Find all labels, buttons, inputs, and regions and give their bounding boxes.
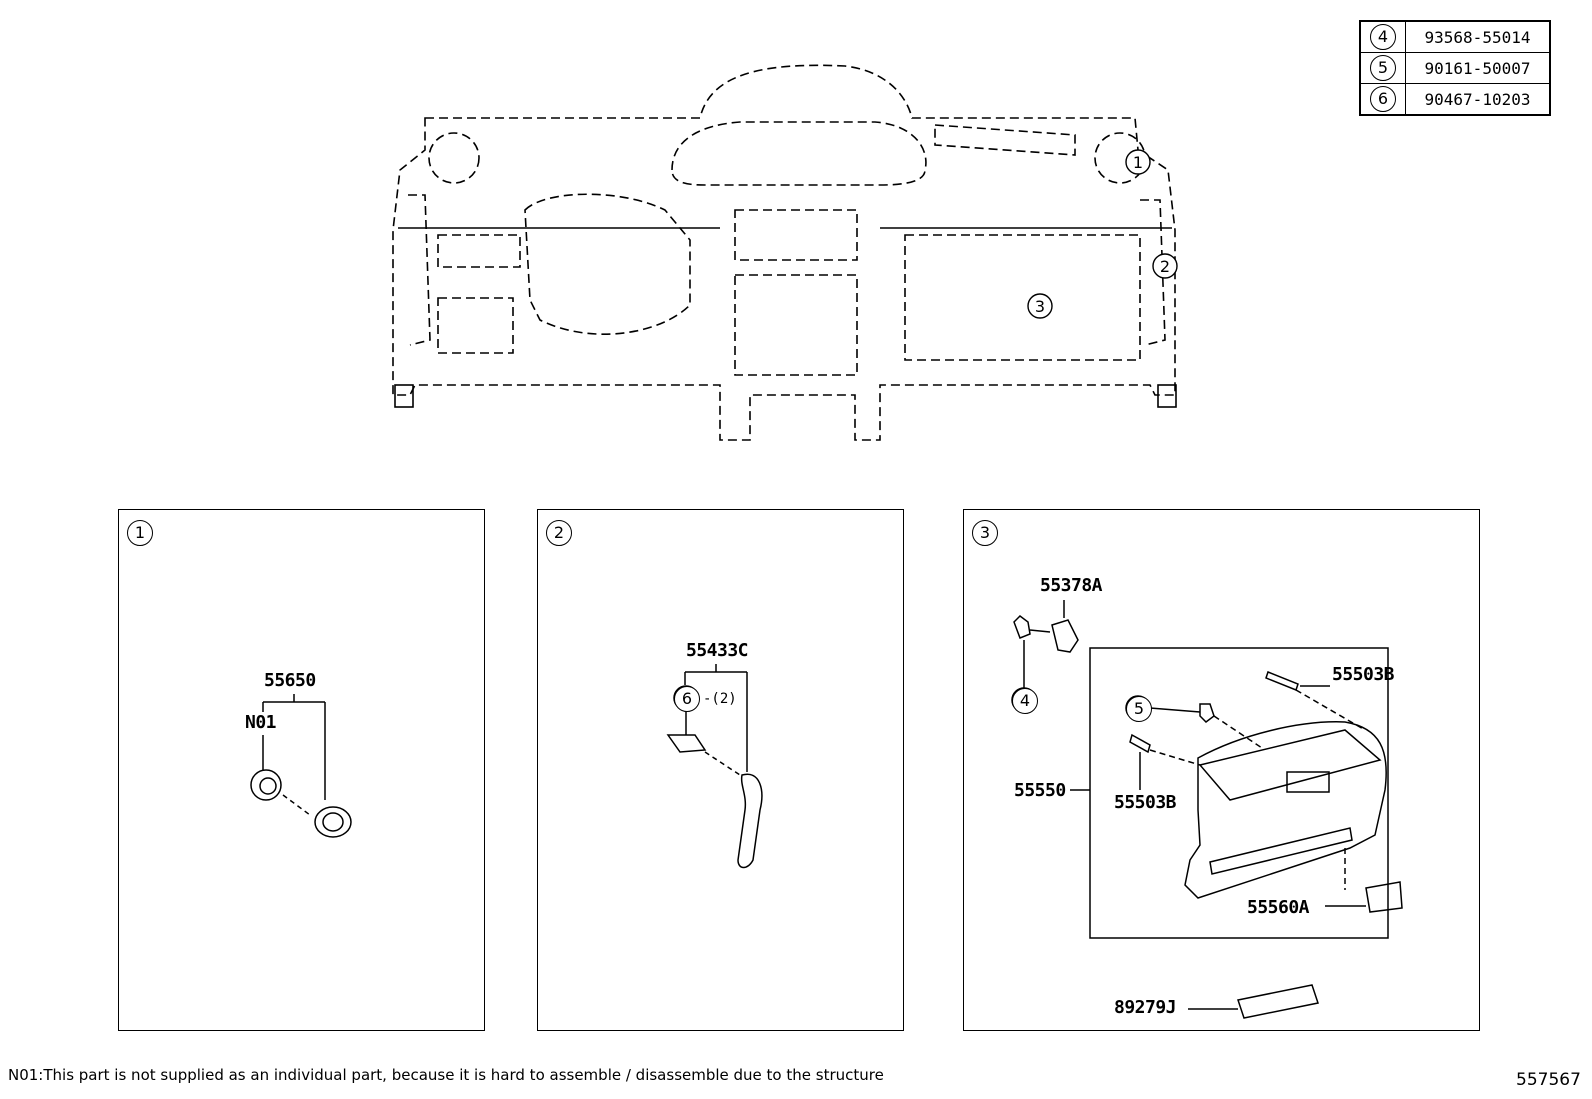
part-label-55560a: 55560A <box>1247 897 1310 918</box>
callout-marker: 5 <box>1370 55 1396 81</box>
detail-panel-3: 3 <box>963 509 1480 1031</box>
table-row: 4 93568-55014 <box>1359 20 1551 53</box>
overview-callout-1: 1 <box>1133 153 1143 172</box>
overview-callout-2: 2 <box>1160 257 1170 276</box>
quantity-label: -(2) <box>703 691 737 707</box>
part-label-55650: 55650 <box>264 670 316 691</box>
part-label-55503b-upper: 55503B <box>1332 664 1395 685</box>
panel-1-parts <box>250 694 352 838</box>
detail-panel-2: 2 <box>537 509 904 1031</box>
figure-number: 557567 <box>1516 1070 1581 1090</box>
part-label-55503b-lower: 55503B <box>1114 792 1177 813</box>
callout-marker: 4 <box>1370 24 1396 50</box>
fastener-callout-4: 4 <box>1012 688 1038 714</box>
footnote: N01:This part is not supplied as an indi… <box>8 1066 884 1084</box>
table-row: 6 90467-10203 <box>1359 83 1551 116</box>
panel-3-parts <box>1011 600 1403 1019</box>
detail-panel-1: 1 <box>118 509 485 1031</box>
part-label-55550: 55550 <box>1014 780 1066 801</box>
panel-callout-marker: 2 <box>546 520 572 546</box>
reference-parts-table: 4 93568-55014 5 90161-50007 6 90467-1020… <box>1359 20 1551 116</box>
overview-callout-3: 3 <box>1035 297 1045 316</box>
panel-callout-marker: 3 <box>972 520 998 546</box>
part-number-cell: 90467-10203 <box>1405 83 1551 116</box>
part-number-cell: 93568-55014 <box>1405 20 1551 53</box>
callout-marker: 6 <box>1370 86 1396 112</box>
note-label-n01: N01 <box>245 712 277 733</box>
part-label-55433c: 55433C <box>686 640 749 661</box>
part-number-cell: 90161-50007 <box>1405 52 1551 84</box>
part-label-89279j: 89279J <box>1114 997 1177 1018</box>
fastener-callout-6: 6 <box>674 686 700 712</box>
part-label-55378a: 55378A <box>1040 575 1103 596</box>
panel-callout-marker: 1 <box>127 520 153 546</box>
fastener-callout-5: 5 <box>1126 696 1152 722</box>
table-row: 5 90161-50007 <box>1359 52 1551 84</box>
